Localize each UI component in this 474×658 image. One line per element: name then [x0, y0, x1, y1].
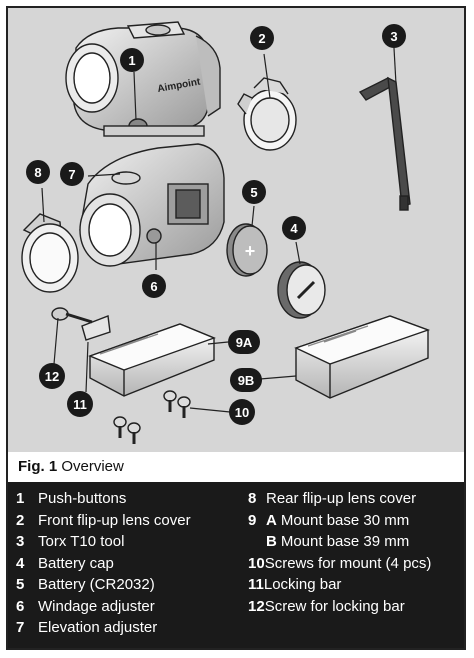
svg-text:3: 3: [390, 29, 397, 44]
svg-text:5: 5: [250, 185, 257, 200]
mount-base-39mm: [294, 315, 431, 399]
callout-12: 12: [39, 363, 65, 389]
red-dot-sight-main: [79, 143, 225, 267]
red-dot-sight-top: [65, 21, 221, 137]
svg-text:2: 2: [258, 31, 265, 46]
callout-4: 4: [282, 216, 306, 240]
legend-item: 12Screw for locking bar: [248, 597, 405, 615]
svg-text:9B: 9B: [238, 373, 255, 388]
battery-cap: [277, 261, 326, 319]
rear-flip-up-lens-cover: [21, 213, 79, 293]
mount-screws: [113, 390, 191, 444]
callout-9b: 9B: [230, 368, 262, 392]
exploded-illustration: Aimpoint +: [8, 8, 464, 452]
svg-text:11: 11: [73, 397, 87, 412]
callout-5: 5: [242, 180, 266, 204]
svg-text:10: 10: [235, 405, 249, 420]
callout-2: 2: [250, 26, 274, 50]
svg-text:7: 7: [68, 167, 75, 182]
svg-text:12: 12: [45, 369, 59, 384]
legend-item: 11Locking bar: [248, 576, 342, 593]
callout-8: 8: [26, 160, 50, 184]
callout-3: 3: [382, 24, 406, 48]
svg-text:9A: 9A: [236, 335, 253, 350]
svg-text:4: 4: [290, 221, 298, 236]
torx-t10-tool: [358, 76, 411, 211]
svg-text:1: 1: [128, 53, 135, 68]
figure-caption: Fig. 1 Overview: [18, 458, 124, 475]
callout-9a: 9A: [228, 330, 260, 354]
callout-7: 7: [60, 162, 84, 186]
callout-11: 11: [67, 391, 93, 417]
legend-item: 10Screws for mount (4 pcs): [248, 554, 432, 572]
callout-1: 1: [120, 48, 144, 72]
figure-number: Fig. 1: [18, 458, 58, 475]
callout-6: 6: [142, 274, 166, 298]
front-flip-up-lens-cover: [237, 77, 297, 151]
mount-base-30mm: [88, 323, 216, 397]
figure-title: Overview: [61, 458, 124, 475]
svg-text:+: +: [245, 241, 256, 261]
illustration-svg: Aimpoint +: [21, 21, 431, 444]
locking-bar-and-screw: [51, 307, 111, 341]
battery-cr2032: +: [226, 223, 268, 277]
svg-text:8: 8: [34, 165, 41, 180]
svg-text:6: 6: [150, 279, 157, 294]
callout-10: 10: [229, 399, 255, 425]
